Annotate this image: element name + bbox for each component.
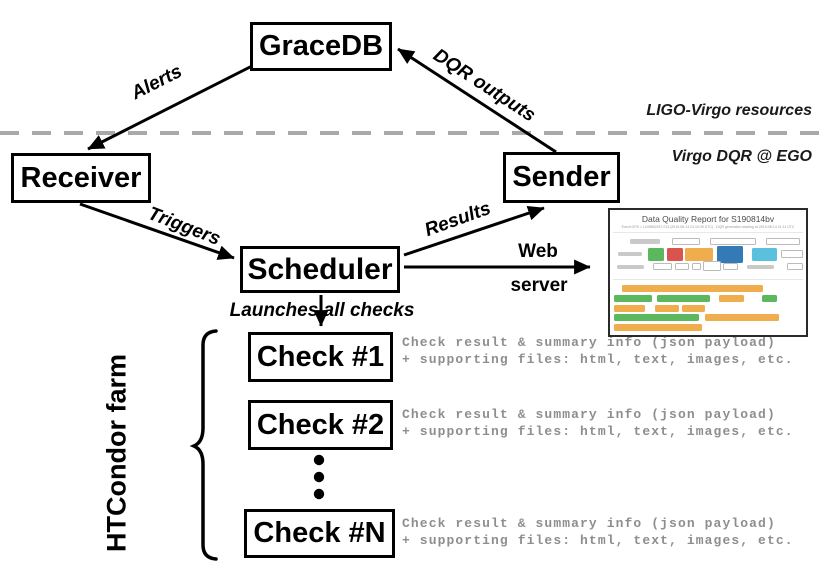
report-pill-orange [622, 285, 763, 292]
report-pill-red [667, 248, 683, 261]
report-pill-green [762, 295, 777, 302]
arrow-dqr-outputs [397, 47, 557, 154]
report-title: Data Quality Report for S190814bv [641, 214, 775, 224]
report-pill-green [614, 295, 652, 302]
report-pill-label [747, 265, 774, 269]
report-pill-outline [723, 263, 738, 270]
check-note-line: + supporting files: html, text, images, … [402, 533, 794, 548]
node-receiver: Receiver [11, 153, 151, 203]
htcondor-farm-label: HTCondor farm [101, 354, 132, 552]
edge-label-server: server [510, 275, 568, 296]
check-note-line: + supporting files: html, text, images, … [402, 352, 794, 367]
report-pill-label [618, 252, 642, 256]
report-pill-green [657, 295, 710, 302]
check-note-n: Check result & summary info (json payloa… [402, 515, 794, 549]
check-note-line: + supporting files: html, text, images, … [402, 424, 794, 439]
report-pill-outline [710, 238, 756, 245]
report-pill-green [648, 248, 664, 261]
report-pill-outline [653, 263, 672, 270]
arrow-results [403, 205, 545, 257]
report-pill-orange [614, 324, 702, 331]
check-note-2: Check result & summary info (json payloa… [402, 406, 794, 440]
node-check-2: Check #2 [248, 400, 393, 450]
node-check-n: Check #N [244, 509, 395, 558]
node-check-1: Check #1 [248, 332, 393, 382]
report-divider [613, 279, 803, 280]
htcondor-brace [189, 329, 218, 561]
report-pill-outline [672, 238, 700, 245]
check-note-line: Check result & summary info (json payloa… [402, 335, 776, 350]
report-pill-outline [703, 261, 721, 271]
report-pill-label [617, 265, 644, 269]
dqr-report-thumbnail: Data Quality Report for S190814bv Event … [608, 208, 808, 337]
edge-label-web: Web [518, 241, 558, 262]
report-pill-layer [610, 210, 806, 335]
report-pill-orange [655, 305, 679, 312]
report-pill-lightblue [752, 248, 777, 261]
node-sender: Sender [503, 152, 620, 203]
node-scheduler: Scheduler [240, 246, 400, 293]
region-label-virgo-dqr-ego: Virgo DQR @ EGO [671, 148, 812, 165]
report-pill-outline [787, 263, 803, 270]
report-pill-blue [717, 246, 743, 263]
report-pill-outline [692, 263, 701, 270]
report-pill-green [614, 314, 699, 321]
report-pill-orange [685, 248, 713, 261]
report-subtitle: Event GPS = 1249852257.013 (2019-08-14 2… [621, 225, 795, 229]
check-note-line: Check result & summary info (json payloa… [402, 407, 776, 422]
ellipsis-dots [313, 454, 325, 500]
region-label-ligo-virgo: LIGO-Virgo resources [646, 102, 812, 119]
report-pill-orange [705, 314, 779, 321]
report-pill-outline [675, 263, 689, 270]
arrow-triggers [79, 202, 235, 260]
report-divider [613, 232, 803, 233]
check-note-1: Check result & summary info (json payloa… [402, 334, 794, 368]
node-gracedb: GraceDB [250, 22, 392, 71]
report-pill-orange [682, 305, 705, 312]
check-note-line: Check result & summary info (json payloa… [402, 516, 776, 531]
arrow-alerts [87, 62, 257, 151]
report-pill-orange [614, 305, 645, 312]
report-pill-label [630, 239, 660, 244]
report-pill-orange [719, 295, 744, 302]
report-pill-outline [781, 250, 803, 258]
report-pill-outline [766, 238, 800, 245]
edge-label-launches-all-checks: Launches all checks [229, 300, 415, 321]
